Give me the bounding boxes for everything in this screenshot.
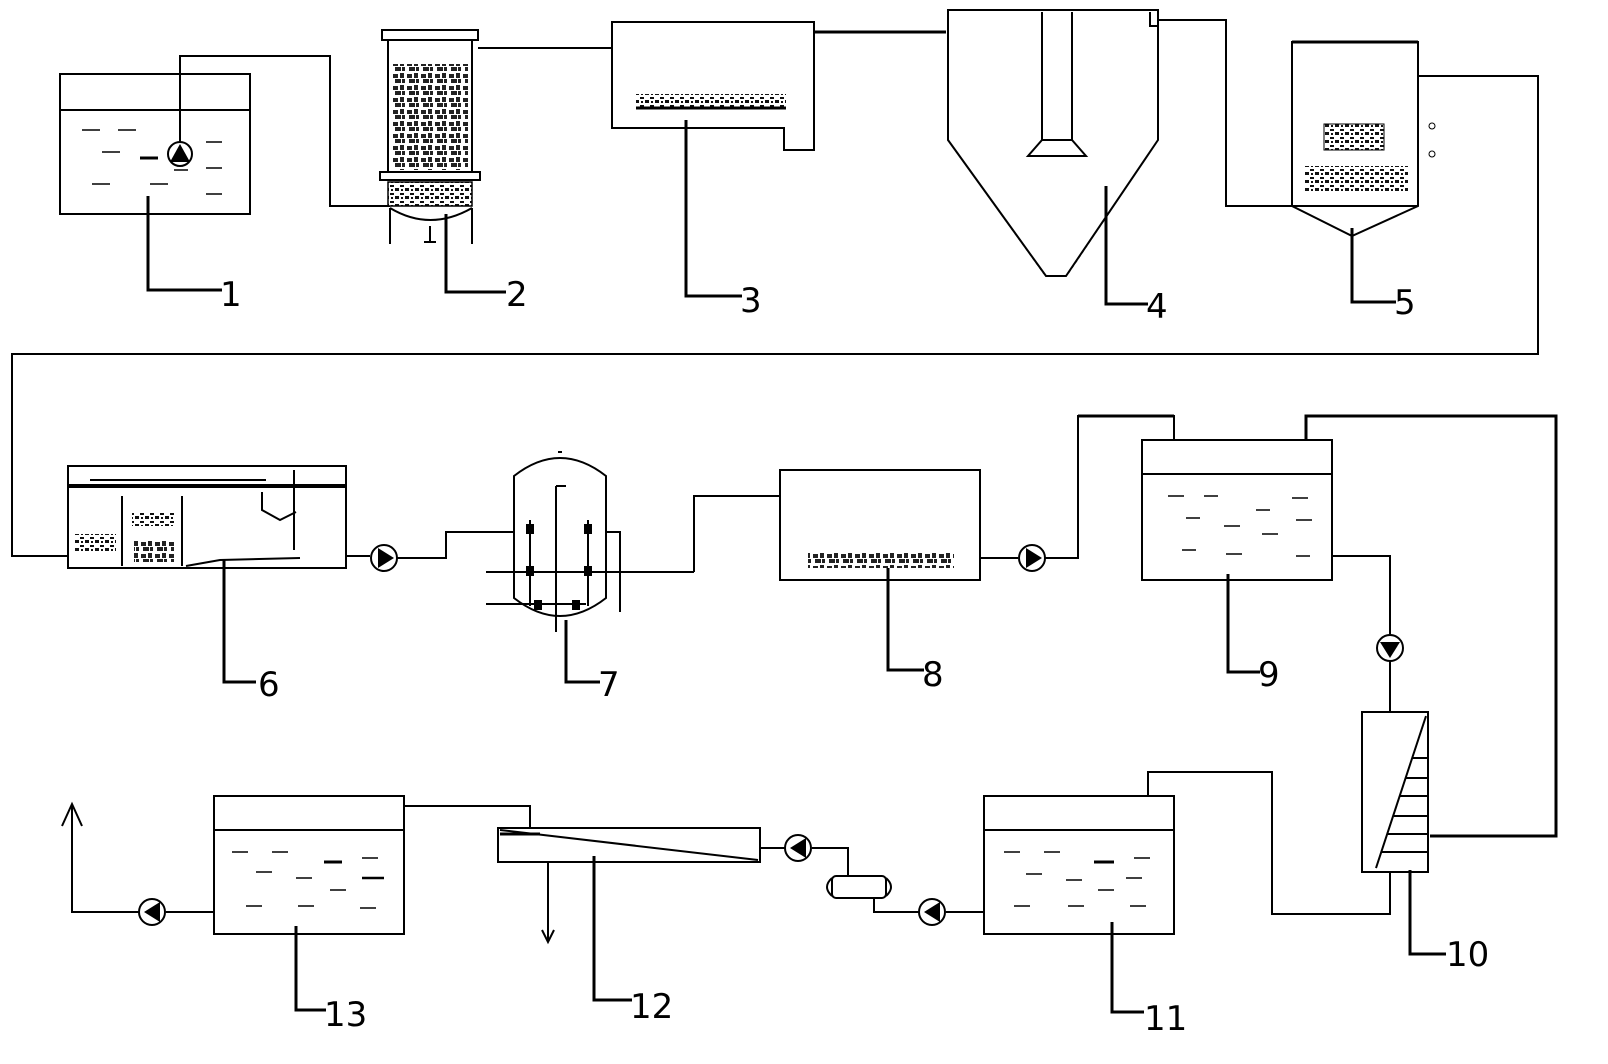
leader-lines bbox=[146, 120, 1446, 1014]
unit-7-pressure-filter bbox=[486, 451, 694, 632]
unit-2-filter-column bbox=[379, 29, 481, 244]
unit-3-aeration-tank bbox=[611, 21, 815, 151]
pipe-pump-7 bbox=[397, 531, 621, 612]
label-unit-4: 4 bbox=[1146, 287, 1168, 327]
outlet-arrow-icon bbox=[61, 801, 83, 827]
unit-13-final-tank bbox=[213, 795, 405, 935]
label-unit-1: 1 bbox=[220, 275, 242, 315]
drain-arrow-icon bbox=[541, 929, 555, 945]
pipe-10-11 bbox=[1147, 771, 1391, 915]
unit-12-tubular-unit bbox=[497, 827, 761, 863]
label-unit-9: 9 bbox=[1258, 655, 1280, 695]
unit-9-intermediate-tank bbox=[1141, 439, 1333, 581]
pump-icon bbox=[167, 141, 193, 167]
pipe-4-5 bbox=[1158, 19, 1292, 207]
unit-10-membrane-module bbox=[1361, 711, 1429, 873]
pipe-12-13 bbox=[404, 805, 531, 828]
label-unit-13: 13 bbox=[324, 995, 367, 1035]
unit-5-biofilm-tank bbox=[1291, 40, 1436, 238]
pipe-9-pump bbox=[1332, 555, 1391, 634]
pipe-return-10 bbox=[1304, 414, 1558, 838]
label-unit-11: 11 bbox=[1144, 999, 1187, 1039]
pump-icon bbox=[784, 834, 812, 862]
unit-8-contact-tank bbox=[779, 469, 981, 581]
label-unit-3: 3 bbox=[740, 281, 762, 321]
pipe-7-8 bbox=[693, 495, 780, 572]
pipe-pump-filter bbox=[873, 898, 919, 913]
unit-1-collection-tank bbox=[59, 73, 251, 215]
label-unit-8: 8 bbox=[922, 655, 944, 695]
pump-icon bbox=[918, 898, 946, 926]
label-unit-10: 10 bbox=[1446, 935, 1489, 975]
pump-icon bbox=[1018, 544, 1046, 572]
label-unit-2: 2 bbox=[506, 275, 528, 315]
pump-icon bbox=[370, 544, 398, 572]
pump-icon bbox=[1376, 634, 1404, 662]
cartridge-filter-icon bbox=[826, 875, 892, 899]
label-unit-6: 6 bbox=[258, 665, 280, 705]
unit-11-product-tank bbox=[983, 795, 1175, 935]
unit-4-settling-tank bbox=[947, 9, 1159, 277]
pipe-1-2 bbox=[179, 55, 390, 207]
unit-6-multistage-tank bbox=[67, 465, 347, 569]
label-unit-7: 7 bbox=[598, 665, 620, 705]
pipe-5-6 bbox=[11, 75, 1539, 557]
pipe-outlet bbox=[71, 806, 139, 913]
label-unit-5: 5 bbox=[1394, 283, 1416, 323]
pump-icon bbox=[138, 898, 166, 926]
pipe-filter-pump bbox=[812, 847, 849, 876]
label-unit-12: 12 bbox=[630, 987, 673, 1027]
